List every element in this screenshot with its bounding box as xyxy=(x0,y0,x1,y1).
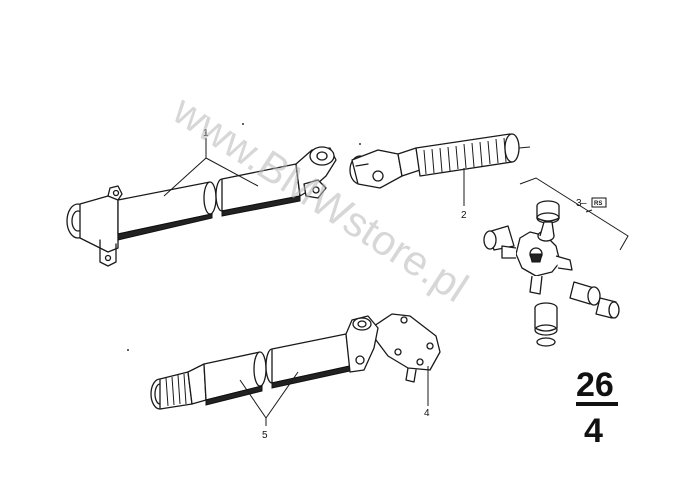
part-3-universal-joint xyxy=(483,177,629,347)
stray-marks xyxy=(127,123,361,351)
part-4-center-bearing xyxy=(373,313,441,406)
callout-1: 1 xyxy=(203,128,209,139)
bearing-cup-right xyxy=(569,281,620,319)
callout-3: 3 xyxy=(576,198,582,209)
group-number-top: 26 xyxy=(576,366,614,404)
bearing-cup-bottom xyxy=(534,302,558,347)
group-number-divider xyxy=(576,402,618,406)
bearing-cup-top xyxy=(536,200,560,224)
bearing-cup-left xyxy=(483,225,515,251)
callout-3-badge: RS xyxy=(594,201,602,207)
callout-3-dash: – xyxy=(581,198,587,209)
part-1-propeller-shaft xyxy=(66,138,337,267)
spline-grooves xyxy=(423,137,507,175)
spider-cross xyxy=(501,221,573,295)
part-5-propeller-shaft xyxy=(150,315,379,426)
rs-badge-box xyxy=(591,197,607,208)
callout-5: 5 xyxy=(262,430,268,441)
part-2-splined-shaft xyxy=(349,133,531,206)
group-number-bottom: 4 xyxy=(584,412,603,450)
callout-2: 2 xyxy=(461,210,467,221)
callout-4: 4 xyxy=(424,408,430,419)
sleeve-splines xyxy=(165,373,187,407)
group-number: 26 4 xyxy=(576,366,618,450)
